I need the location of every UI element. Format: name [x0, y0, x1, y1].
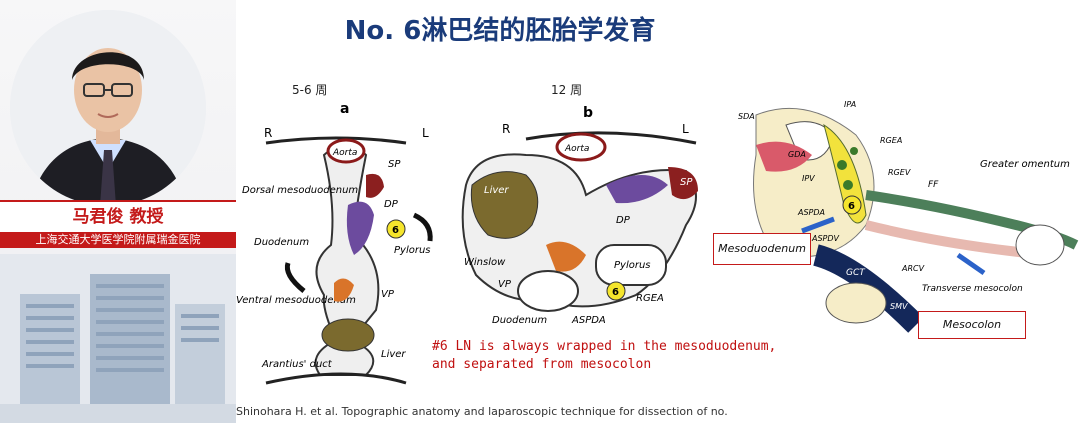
- panel-a-liver: Liver: [381, 349, 406, 360]
- panel-a-week: 5-6 周: [292, 83, 328, 97]
- panel-b-sp: SP: [680, 177, 693, 188]
- mesocolon-box: Mesocolon: [918, 311, 1026, 339]
- panel-c-greater-omentum: Greater omentum: [980, 159, 1070, 170]
- panel-b-letter: b: [583, 105, 593, 121]
- panel-a-r: R: [264, 126, 272, 140]
- panel-a-l: L: [422, 126, 429, 140]
- panel-b-rgea: RGEA: [636, 293, 664, 304]
- panel-c-aspdv: ASPDV: [811, 234, 840, 243]
- panel-c-smv: SMV: [890, 302, 908, 311]
- panel-a-letter: a: [340, 101, 349, 117]
- panel-a-dorsal: Dorsal mesoduodenum: [242, 185, 358, 196]
- panel-a-six: 6: [392, 225, 399, 236]
- panel-c-aspda: ASPDA: [797, 208, 825, 217]
- speaker-portrait: [10, 10, 206, 206]
- panel-a-duodenum: Duodenum: [254, 237, 309, 248]
- slide-note: #6 LN is always wrapped in the mesoduode…: [432, 338, 832, 374]
- panel-c-sda: SDA: [738, 112, 755, 121]
- slide-citation: Shinohara H. et al. Topographic anatomy …: [236, 405, 728, 418]
- panel-c-diagram: 6 SDA IPA GDA RGEA IPV RGEV Greater omen…: [738, 100, 1079, 333]
- panel-b-aorta: Aorta: [564, 144, 589, 154]
- panel-b-diagram: b R L Aorta Liver SP DP Pylorus 6 RGEA W…: [461, 105, 698, 326]
- speaker-photo: [10, 10, 206, 206]
- panel-a-ventral: Ventral mesoduodenum: [236, 295, 356, 306]
- panel-b-pylorus: Pylorus: [614, 260, 651, 271]
- panel-c-ipa: IPA: [844, 100, 856, 109]
- panel-c-arcv: ARCV: [901, 264, 925, 273]
- panel-b-duodenum: Duodenum: [492, 315, 547, 326]
- hospital-building-image: [0, 254, 236, 423]
- panel-b-winslow: Winslow: [464, 257, 506, 268]
- panel-a-dp: DP: [384, 199, 399, 210]
- panel-c-ipv: IPV: [802, 174, 815, 183]
- panel-b-week: 12 周: [551, 83, 583, 97]
- note-line-1: #6 LN is always wrapped in the mesoduode…: [432, 339, 777, 354]
- panel-c-gct: GCT: [846, 268, 866, 278]
- panel-a-vp: VP: [381, 289, 395, 300]
- panel-b-dp: DP: [616, 215, 631, 226]
- mesoduodenum-box: Mesoduodenum: [713, 233, 811, 265]
- note-line-2: and separated from mesocolon: [432, 357, 652, 372]
- panel-c-rgea: RGEA: [880, 136, 902, 145]
- panel-a-pylorus: Pylorus: [394, 245, 431, 256]
- panel-b-vp: VP: [498, 279, 512, 290]
- panel-c-ff: FF: [928, 180, 939, 190]
- panel-b-liver: Liver: [484, 185, 509, 196]
- panel-b-l: L: [682, 122, 689, 136]
- panel-c-rgev: RGEV: [888, 168, 911, 177]
- panel-c-six: 6: [848, 201, 855, 212]
- panel-a-diagram: a R L Aorta SP DP 6 Pylorus Dorsal mesod…: [236, 101, 433, 385]
- speaker-name: 马君俊 教授: [72, 207, 164, 227]
- panel-b-aspda: ASPDA: [571, 315, 606, 326]
- speaker-panel: 马君俊 教授 上海交通大学医学院附属瑞金医院: [0, 0, 236, 423]
- slide-title: No. 6淋巴结的胚胎学发育: [344, 16, 656, 46]
- panel-b-six: 6: [612, 287, 619, 298]
- panel-b-r: R: [502, 122, 510, 136]
- panel-a-sp: SP: [388, 159, 401, 170]
- panel-a-arantius: Arantius' duct: [261, 359, 333, 370]
- panel-a-aorta: Aorta: [332, 148, 357, 158]
- panel-c-gda: GDA: [788, 150, 806, 159]
- panel-c-transverse-mesocolon: Transverse mesocolon: [922, 284, 1023, 294]
- speaker-affiliation: 上海交通大学医学院附属瑞金医院: [0, 232, 236, 248]
